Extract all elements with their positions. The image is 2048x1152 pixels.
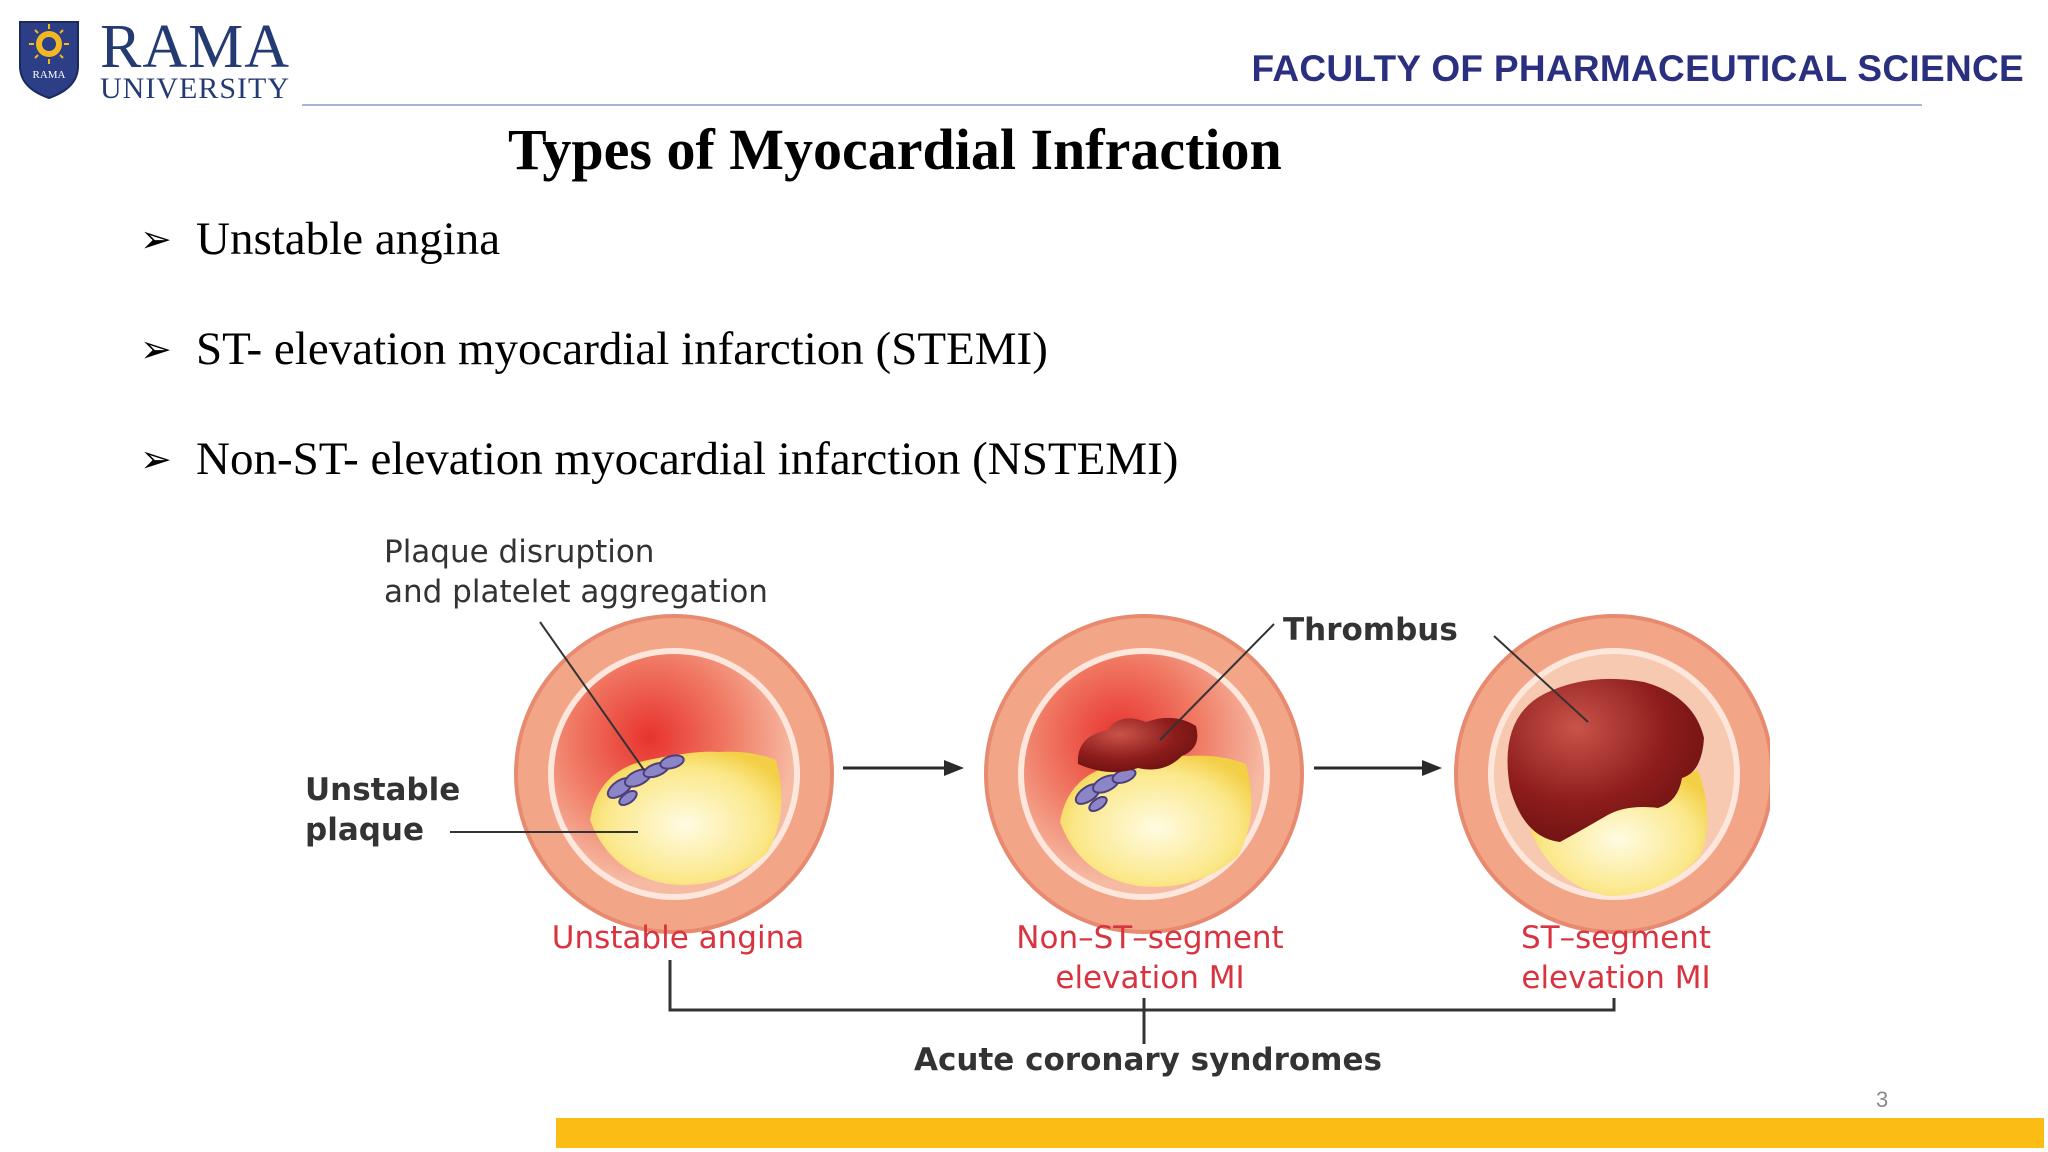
caption-stemi-2: elevation MI [1521, 960, 1710, 996]
caption-nstemi-2: elevation MI [1055, 960, 1244, 996]
bullet-item: ➢ Unstable angina [140, 205, 1178, 315]
university-logo: RAMA RAMA UNIVERSITY [16, 16, 306, 106]
label-unstable-plaque-2: plaque [305, 812, 424, 848]
acs-bracket [668, 960, 1616, 1044]
bullet-text: Unstable angina [196, 213, 501, 265]
bullet-text: ST- elevation myocardial infarction (STE… [196, 323, 1048, 375]
label-plaque-disruption-2: and platelet aggregation [384, 574, 768, 610]
acs-diagram: Plaque disruption and platelet aggregati… [298, 512, 1770, 1152]
figure-captions: Unstable angina Non–ST–segment elevation… [552, 920, 1711, 996]
slide-title: Types of Myocardial Infraction [508, 117, 1282, 182]
arrowhead-bullet-icon: ➢ [140, 437, 172, 481]
caption-nstemi-1: Non–ST–segment [1016, 920, 1283, 956]
label-unstable-plaque-1: Unstable [305, 772, 460, 808]
platelet-aggregate-icon [606, 754, 685, 807]
logo-subtitle: UNIVERSITY [100, 72, 290, 105]
footer-accent-bar [556, 1118, 2044, 1148]
label-plaque-disruption-1: Plaque disruption [384, 534, 654, 570]
vessel-unstable-angina [514, 614, 834, 934]
leader-lines [450, 621, 1589, 833]
caption-unstable-angina: Unstable angina [552, 920, 804, 956]
caption-stemi-1: ST–segment [1521, 920, 1711, 956]
bullet-text: Non-ST- elevation myocardial infarction … [196, 433, 1179, 485]
bullet-item: ➢ ST- elevation myocardial infarction (S… [140, 315, 1178, 425]
bullet-list: ➢ Unstable angina ➢ ST- elevation myocar… [140, 205, 1178, 535]
page-number: 3 [1876, 1087, 1889, 1112]
arrowhead-bullet-icon: ➢ [140, 327, 172, 371]
thrombus-large-icon [1507, 678, 1704, 842]
arrowhead-bullet-icon: ➢ [140, 217, 172, 261]
university-emblem-icon: RAMA [19, 21, 79, 100]
vessel-nstemi [984, 614, 1304, 934]
bullet-item: ➢ Non-ST- elevation myocardial infarctio… [140, 425, 1178, 535]
progression-arrows [843, 760, 1442, 776]
emblem-label: RAMA [32, 69, 65, 81]
platelet-aggregate-icon [1074, 768, 1137, 813]
vessel-stemi [1454, 614, 1770, 934]
label-thrombus: Thrombus [1283, 612, 1458, 648]
header-divider [302, 104, 1922, 106]
faculty-heading: FACULTY OF PHARMACEUTICAL SCIENCE [1251, 48, 2024, 89]
logo-name: RAMA [100, 13, 291, 81]
acs-diagram-graphic: Plaque disruption and platelet aggregati… [305, 534, 1770, 1078]
figure-labels: Plaque disruption and platelet aggregati… [305, 534, 1458, 848]
caption-acs: Acute coronary syndromes [914, 1042, 1382, 1078]
